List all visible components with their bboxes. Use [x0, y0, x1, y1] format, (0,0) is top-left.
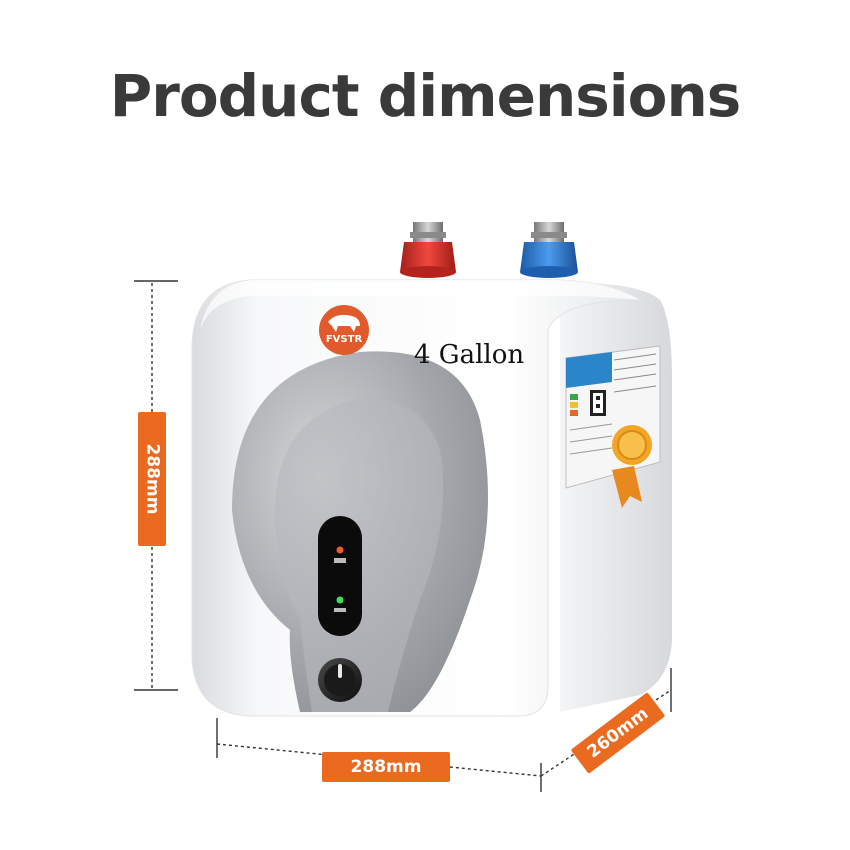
page-title: Product dimensions: [109, 62, 742, 130]
cold-water-pipe: [520, 222, 578, 278]
certification-medal-icon: [612, 425, 652, 508]
width-value: 288mm: [350, 757, 422, 777]
height-dimension-line: [134, 280, 178, 691]
height-badge: 288mm: [138, 412, 166, 546]
width-badge: 288mm: [322, 752, 450, 782]
brand-name: FVSTR: [325, 334, 363, 345]
capacity-label: 4 Gallon: [414, 340, 525, 370]
power-indicator-icon: [336, 596, 344, 604]
hot-water-pipe: [400, 222, 456, 278]
indicator-display: [318, 516, 362, 636]
heating-indicator-icon: [336, 546, 344, 554]
depth-dimension-line: [540, 668, 672, 777]
fvstr-logo-icon: [319, 305, 369, 355]
height-value: 288mm: [142, 443, 163, 515]
